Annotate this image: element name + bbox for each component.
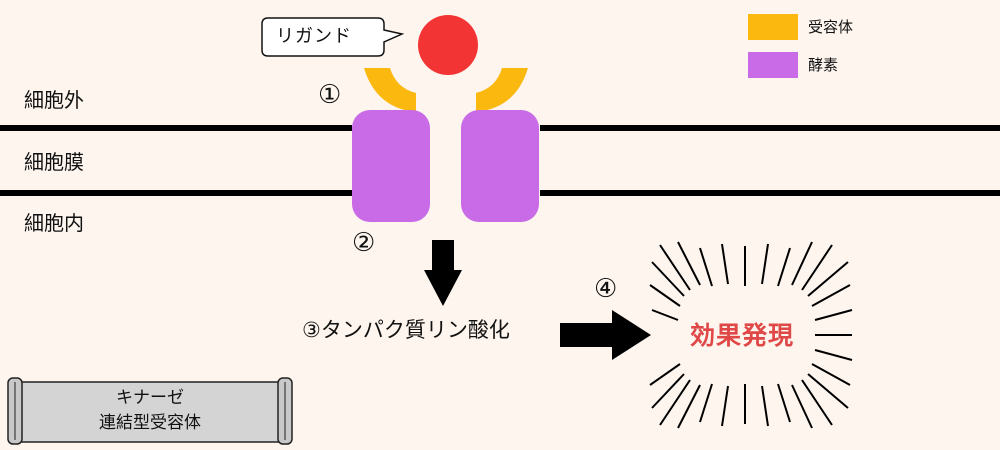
ligand-circle [418, 15, 478, 75]
region-inside-label: 細胞内 [24, 211, 84, 235]
effect-label: 効果発現 [690, 321, 795, 350]
enzyme-block-left [352, 110, 430, 222]
legend-label-enzyme: 酵素 [808, 56, 839, 74]
receptor-arm-left [364, 68, 416, 112]
receptor-arm-right [476, 68, 528, 112]
title-scroll-line2: 連結型受容体 [99, 412, 201, 433]
ligand-speech-bubble [261, 17, 405, 57]
ligand-label: リガンド [276, 26, 352, 47]
step-3-label: ③タンパク質リン酸化 [302, 318, 510, 342]
legend-swatch-enzyme [748, 52, 798, 78]
region-membrane-label: 細胞膜 [24, 150, 84, 174]
right-arrow [560, 310, 651, 360]
step-4-marker: ④ [594, 274, 618, 304]
effect-burst [649, 241, 853, 429]
region-outside-label: 細胞外 [24, 88, 84, 112]
legend-swatch-receptor [748, 14, 798, 40]
legend-label-receptor: 受容体 [808, 18, 854, 36]
step-1-marker: ① [318, 80, 342, 110]
down-arrow [424, 240, 462, 306]
enzyme-block-right [461, 110, 539, 222]
step-2-marker: ② [352, 228, 376, 258]
title-scroll [7, 377, 293, 445]
title-scroll-text: キナーゼ 連結型受容体 [50, 386, 250, 435]
title-scroll-line1: キナーゼ [116, 388, 184, 408]
